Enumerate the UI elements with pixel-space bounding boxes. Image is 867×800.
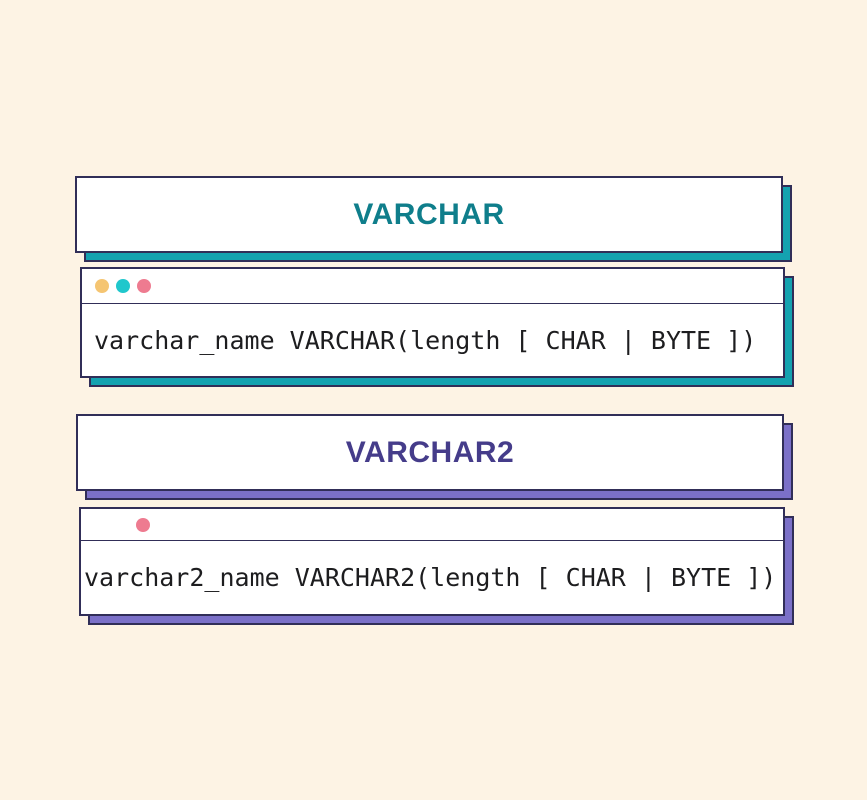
varchar-title-card: VARCHAR <box>75 176 792 262</box>
varchar-title-card-face: VARCHAR <box>75 176 783 253</box>
window-body: varchar2_name VARCHAR2(length [ CHAR | B… <box>81 541 783 614</box>
varchar-code-window-face: varchar_name VARCHAR(length [ CHAR | BYT… <box>80 267 785 378</box>
varchar-syntax-code: varchar_name VARCHAR(length [ CHAR | BYT… <box>94 325 757 355</box>
varchar-title: VARCHAR <box>353 197 505 231</box>
window-body: varchar_name VARCHAR(length [ CHAR | BYT… <box>82 304 783 376</box>
window-dot-teal <box>116 279 130 293</box>
window-dot-yellow <box>95 279 109 293</box>
window-dot-pink <box>136 517 150 532</box>
varchar2-title-card-face: VARCHAR2 <box>76 414 784 491</box>
window-titlebar <box>82 269 783 304</box>
window-dot-pink <box>137 279 151 293</box>
window-titlebar <box>81 509 783 541</box>
varchar-code-window: varchar_name VARCHAR(length [ CHAR | BYT… <box>80 267 794 387</box>
varchar2-code-window-face: varchar2_name VARCHAR2(length [ CHAR | B… <box>79 507 785 616</box>
varchar2-title: VARCHAR2 <box>345 435 515 469</box>
varchar2-title-card: VARCHAR2 <box>76 414 793 500</box>
varchar2-syntax-code: varchar2_name VARCHAR2(length [ CHAR | B… <box>84 563 777 592</box>
varchar2-code-window: varchar2_name VARCHAR2(length [ CHAR | B… <box>79 507 794 625</box>
